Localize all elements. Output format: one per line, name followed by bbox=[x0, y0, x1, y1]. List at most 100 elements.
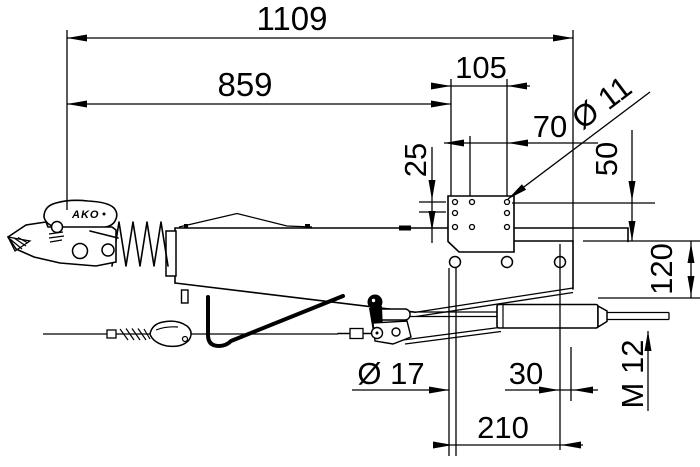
lever-knob-highlight bbox=[371, 298, 376, 303]
lever-silhouette-line bbox=[178, 212, 313, 228]
small-hole bbox=[468, 198, 476, 206]
small-hole bbox=[451, 223, 459, 231]
arrow-lower bbox=[628, 221, 636, 241]
dim-rod-end-offset-label: 30 bbox=[509, 356, 543, 391]
beam-bump-right bbox=[305, 224, 310, 228]
large-hole-1 bbox=[448, 255, 462, 269]
arrow-right bbox=[431, 100, 451, 108]
carabiner-gate bbox=[155, 326, 179, 331]
arrow-down bbox=[687, 276, 695, 296]
dim-frame-length-label: 859 bbox=[217, 66, 272, 103]
cable-ferrule bbox=[106, 329, 117, 339]
dim-bolt-spacing-label: 210 bbox=[477, 410, 529, 445]
arrow-up bbox=[687, 243, 695, 263]
arrow-right bbox=[429, 386, 449, 394]
damper-nozzle bbox=[597, 304, 608, 329]
arrow-upper bbox=[428, 180, 436, 200]
bracket-hole bbox=[391, 327, 401, 337]
mounting-plate bbox=[447, 195, 515, 253]
dim-overall-length-label: 1109 bbox=[257, 0, 328, 37]
dim-hole-row-spacing-label: 25 bbox=[398, 143, 433, 177]
brand-dot bbox=[102, 212, 106, 216]
device: AKO bbox=[6, 195, 670, 456]
coupling-lock-lever bbox=[89, 230, 119, 239]
leader-line bbox=[507, 91, 651, 200]
push-rod-front bbox=[409, 311, 497, 318]
bellows-clamp bbox=[165, 230, 177, 277]
lever-knob bbox=[367, 294, 383, 310]
brand-logo: AKO bbox=[71, 209, 99, 221]
spec-label bbox=[48, 231, 65, 243]
arrow-left-tip bbox=[539, 386, 559, 394]
axis-lines bbox=[448, 244, 572, 456]
leader-arrow bbox=[508, 184, 527, 199]
arrow-left bbox=[433, 441, 453, 449]
threaded-rod bbox=[607, 311, 670, 321]
small-hole bbox=[503, 209, 511, 217]
small-hole bbox=[503, 223, 511, 231]
dimension-hole-offset-h: 70 bbox=[444, 109, 598, 196]
arrow-upper bbox=[628, 181, 636, 201]
dim-hole-diameter-label: Ø 11 bbox=[565, 69, 638, 136]
coupling-mouth-hatch bbox=[9, 236, 29, 250]
lever-pivot-center bbox=[375, 331, 379, 335]
beam-bump-left bbox=[184, 224, 188, 228]
bellows bbox=[111, 221, 169, 267]
lower-plate-slant-1 bbox=[413, 287, 574, 314]
cable-spring bbox=[119, 328, 151, 341]
dim-plate-hole-width-label: 105 bbox=[455, 50, 507, 85]
coupling-hole-2 bbox=[71, 242, 89, 260]
brake-lever bbox=[367, 294, 412, 345]
breakaway-cable bbox=[43, 294, 373, 348]
dim-hole-offset-h-label: 70 bbox=[533, 109, 567, 144]
arrow-up bbox=[644, 331, 652, 351]
carabiner-hook bbox=[149, 320, 192, 348]
dim-hole-offset-v-label: 50 bbox=[589, 142, 624, 176]
dimension-thread-size: M 12 bbox=[615, 331, 652, 411]
arrow-right bbox=[553, 34, 573, 42]
dim-bolt-diameter-label: Ø 17 bbox=[357, 356, 424, 391]
dimension-bolt-diameter: Ø 17 bbox=[352, 356, 449, 394]
dimension-mount-height: 120 bbox=[583, 240, 700, 299]
dimension-overall-length: 1109 bbox=[66, 0, 574, 241]
turnbuckle-body bbox=[349, 327, 364, 340]
dimension-frame-length: 859 bbox=[67, 66, 452, 196]
support-arm bbox=[402, 326, 502, 345]
small-hole bbox=[503, 198, 511, 206]
damper-cylinder bbox=[496, 303, 599, 329]
small-hole bbox=[468, 223, 476, 231]
beam-clip bbox=[399, 225, 411, 231]
dimension-rod-end-offset: 30 bbox=[505, 356, 598, 394]
beam-tab bbox=[180, 289, 189, 304]
small-hole bbox=[451, 198, 459, 206]
arrow-left bbox=[431, 82, 451, 90]
damper bbox=[402, 303, 670, 345]
arrow-left bbox=[67, 100, 87, 108]
coupling-body bbox=[6, 221, 117, 267]
arrow-right bbox=[508, 139, 528, 147]
dimension-hole-offset-v: 50 bbox=[512, 130, 655, 241]
dim-thread-size-label: M 12 bbox=[615, 340, 650, 409]
cable-guide-loop bbox=[206, 294, 345, 348]
dim-mount-height-label: 120 bbox=[644, 243, 679, 295]
arrow-lower bbox=[428, 211, 436, 231]
plate-outline bbox=[447, 195, 515, 253]
dimension-hole-row-spacing: 25 bbox=[398, 143, 446, 243]
coupling-mouth bbox=[6, 236, 32, 252]
dimension-hole-diameter: Ø 11 bbox=[507, 69, 651, 200]
coupling-hole-3 bbox=[101, 243, 115, 257]
arrow-right bbox=[507, 82, 527, 90]
coupling-head: AKO bbox=[6, 199, 119, 267]
dimension-bolt-spacing: 210 bbox=[433, 410, 583, 449]
arrow-right-tip bbox=[573, 386, 593, 394]
bolt-axis-pair bbox=[448, 268, 457, 456]
coupling-hole-1 bbox=[50, 220, 64, 234]
arrow-left bbox=[444, 139, 464, 147]
large-hole-2 bbox=[500, 255, 514, 269]
arrow-left bbox=[67, 34, 87, 42]
dimension-plate-hole-width: 105 bbox=[431, 50, 530, 196]
small-hole bbox=[451, 209, 459, 217]
carabiner-pin bbox=[181, 335, 189, 343]
